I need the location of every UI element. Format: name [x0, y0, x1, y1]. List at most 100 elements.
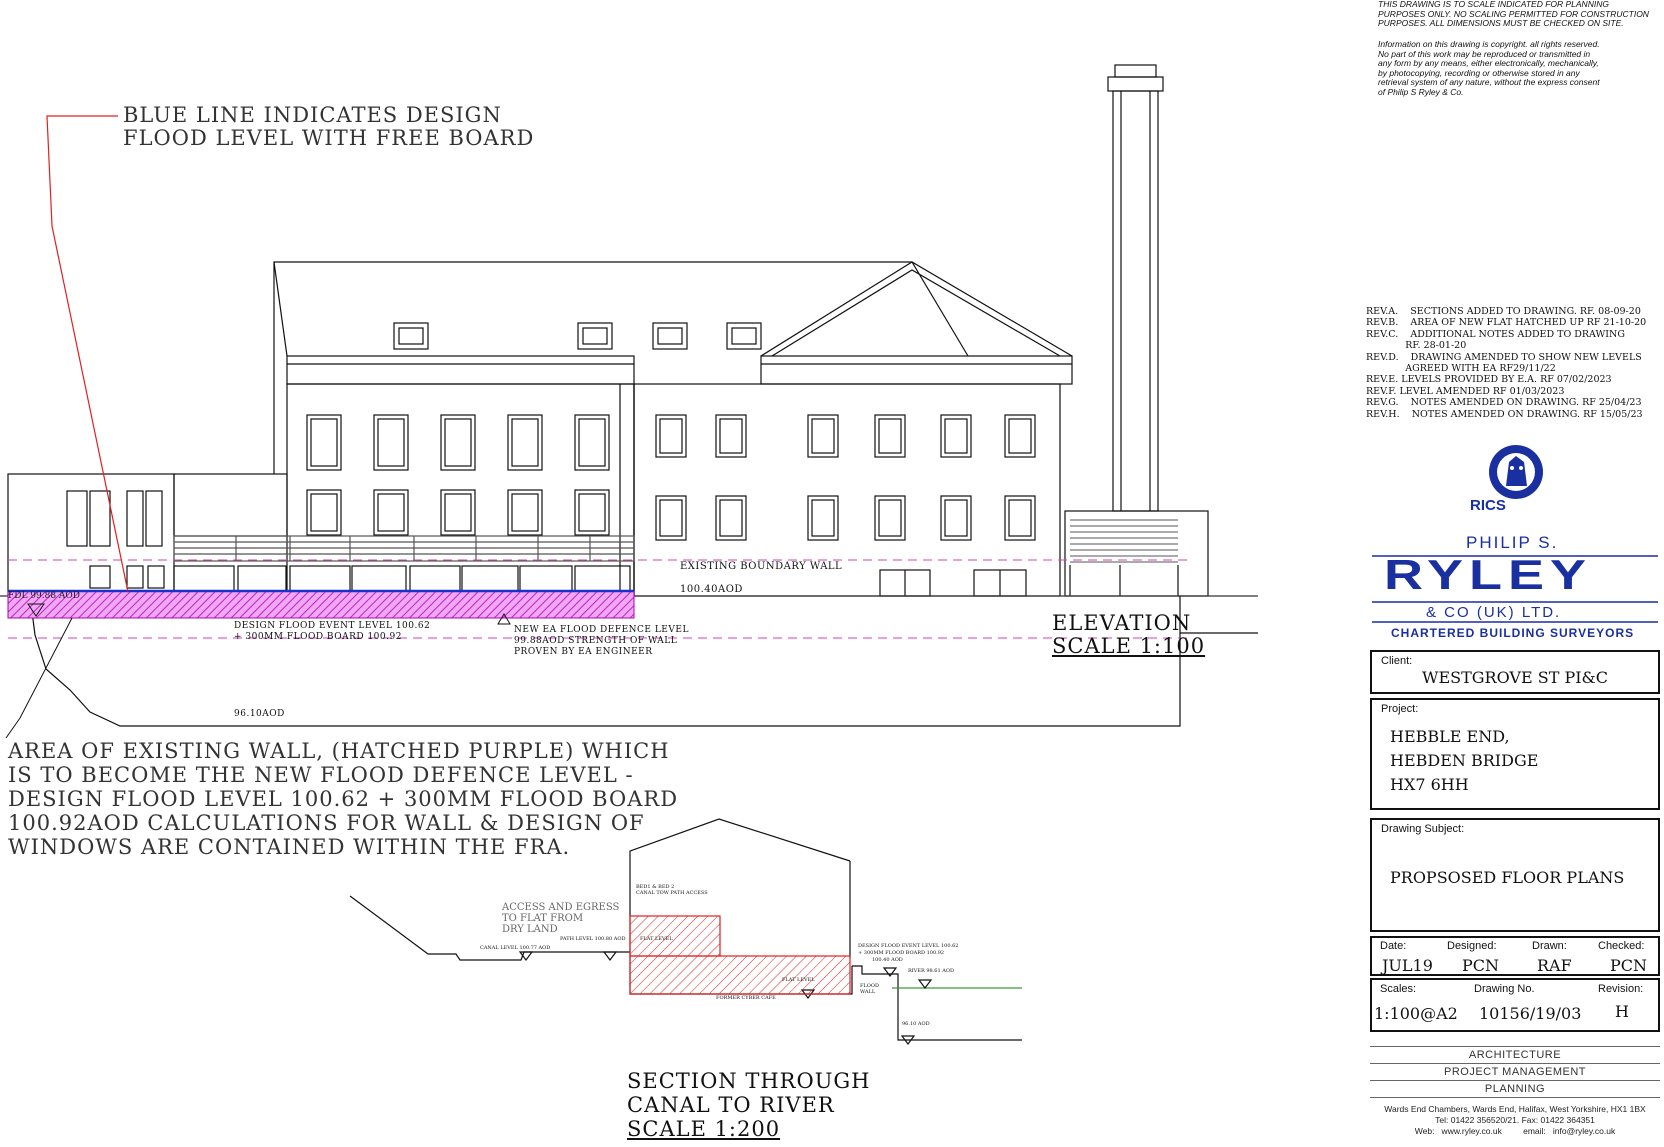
- section-9610-label: 96.10 AOD: [902, 1021, 930, 1027]
- flood-wall-label-2: WALL: [860, 989, 876, 995]
- scales-box: Scales: Drawing No. Revision: 1:100@A2 1…: [1370, 978, 1660, 1032]
- service-architecture: ARCHITECTURE: [1468, 1049, 1562, 1061]
- subject-value: PROPSOSED FLOOR PLANS: [1390, 868, 1625, 887]
- revision-entry: REV.F. LEVEL AMENDED RF 01/03/2023: [1366, 385, 1565, 397]
- elevation-scale: SCALE 1:100: [1052, 634, 1206, 658]
- services-rule-1: [1370, 1046, 1660, 1047]
- blue-line-note-2: FLOOD LEVEL WITH FREE BOARD: [123, 126, 535, 150]
- flood-wall-label-1: FLOOD: [860, 983, 879, 989]
- section-cafe-hatch: [629, 955, 851, 995]
- subject-box: Drawing Subject: PROPSOSED FLOOR PLANS: [1370, 818, 1660, 932]
- level-10040-label: 100.40AOD: [680, 584, 743, 595]
- revision-entry: AGREED WITH EA RF29/11/22: [1366, 363, 1556, 374]
- windows-row-1: [306, 414, 1036, 471]
- purple-note-5: WINDOWS ARE CONTAINED WITHIN THE FRA.: [8, 835, 571, 859]
- revision-entry: REV.B. AREA OF NEW FLAT HATCHED UP RF 21…: [1366, 317, 1647, 329]
- checked-label: Checked:: [1598, 940, 1645, 952]
- logo-philip: PHILIP S.: [1466, 533, 1559, 552]
- former-cafe-label: FORMER CYBER CAFE: [716, 995, 776, 1001]
- revision-value: H: [1615, 1002, 1629, 1021]
- client-label: Client:: [1381, 655, 1413, 667]
- logo-ryley: RYLEY: [1384, 551, 1593, 599]
- existing-wall-label: EXISTING BOUNDARY WALL: [680, 561, 843, 572]
- revision-entry: REV.D. DRAWING AMENDED TO SHOW NEW LEVEL…: [1366, 351, 1642, 363]
- windows-row-2: [306, 489, 1036, 541]
- left-annex: [7, 473, 288, 597]
- ea-defence-label-1: NEW EA FLOOD DEFENCE LEVEL: [514, 625, 689, 635]
- services-rule-2: [1370, 1063, 1660, 1064]
- project-box: Project: HEBBLE END, HEBDEN BRIDGE HX7 6…: [1370, 698, 1660, 810]
- company-address: Wards End Chambers, Wards End, Halifax, …: [1384, 1104, 1646, 1136]
- disclaimer-copyright: Information on this drawing is copyright…: [1378, 39, 1600, 97]
- fdl-label: FDL 99.88 AOD: [8, 591, 81, 601]
- project-line-3: HX7 6HH: [1390, 775, 1469, 794]
- services-rule-4: [1370, 1097, 1660, 1098]
- purple-note-leader: [5, 617, 73, 739]
- mill-gable-block: [633, 261, 1073, 597]
- ea-defence-label-2: 99.88AOD STRENGTH OF WALL: [514, 636, 678, 646]
- revision-entry: RF. 28-01-20: [1366, 340, 1467, 352]
- canal-level-label: CANAL LEVEL 100.77 AOD: [480, 945, 551, 951]
- service-project-management: PROJECT MANAGEMENT: [1443, 1066, 1587, 1078]
- section-scale: SCALE 1:200: [627, 1117, 781, 1141]
- project-line-1: HEBBLE END,: [1390, 727, 1510, 746]
- date-label: Date:: [1380, 940, 1407, 952]
- revision-entry: REV.H. NOTES AMENDED ON DRAWING. RF 15/0…: [1366, 408, 1643, 420]
- section-title-2: CANAL TO RIVER: [627, 1093, 835, 1117]
- railing: [173, 535, 635, 562]
- ea-defence-label-3: PROVEN BY EA ENGINEER: [514, 647, 653, 657]
- design-flood-label-2: + 300MM FLOOD BOARD 100.92: [234, 632, 402, 642]
- service-planning: PLANNING: [1484, 1083, 1546, 1095]
- purple-note-1: AREA OF EXISTING WALL, (HATCHED PURPLE) …: [8, 739, 670, 763]
- designed-label: Designed:: [1447, 940, 1497, 952]
- elevation-title: ELEVATION: [1052, 611, 1192, 635]
- revision-entry: REV.C. ADDITIONAL NOTES ADDED TO DRAWING: [1366, 328, 1625, 340]
- designed-value: PCN: [1462, 956, 1500, 975]
- date-value: JUL19: [1382, 956, 1433, 975]
- purple-note-3: DESIGN FLOOD LEVEL 100.62 + 300MM FLOOD …: [8, 787, 679, 811]
- drawing-no-value: 10156/19/03: [1479, 1004, 1582, 1023]
- section-flood-label-2: + 300MM FLOOD BOARD 100.92: [858, 950, 945, 956]
- drawing-no-label: Drawing No.: [1474, 983, 1535, 995]
- path-level-label: PATH LEVEL 100.80 AOD: [560, 936, 626, 942]
- section-flood-label-1: DESIGN FLOOD EVENT LEVEL 100.62: [858, 943, 959, 949]
- client-box: Client: WESTGROVE ST PI&C: [1370, 650, 1660, 694]
- chimney: [1107, 64, 1164, 512]
- flat-level-label: FLAT LEVEL: [640, 936, 673, 942]
- access-note-3: DRY LAND: [502, 924, 558, 935]
- client-value: WESTGROVE ST PI&C: [1422, 668, 1609, 687]
- rics-text: RICS: [1470, 497, 1506, 514]
- checked-value: PCN: [1610, 956, 1648, 975]
- subject-label: Drawing Subject:: [1381, 823, 1465, 835]
- revision-entry: REV.G. NOTES AMENDED ON DRAWING. RF 25/0…: [1366, 397, 1642, 409]
- cafe-level-label: FLAT LEVEL: [782, 977, 815, 983]
- beds-label-1: BED1 & BED 2: [636, 884, 675, 890]
- logo-company: & CO (UK) LTD.: [1426, 604, 1562, 621]
- blue-note-leader: [46, 115, 129, 593]
- beds-label-2: CANAL TOW PATH ACCESS: [636, 890, 708, 896]
- revision-entry: REV.E. LEVELS PROVIDED BY E.A. RF 07/02/…: [1366, 374, 1612, 386]
- design-flood-label-1: DESIGN FLOOD EVENT LEVEL 100.62: [234, 621, 431, 631]
- date-box: Date: Designed: Drawn: Checked: JUL19 PC…: [1370, 936, 1660, 976]
- section-flat-hatch: [629, 915, 721, 957]
- river-level-label: RIVER 98.61 AOD: [908, 968, 954, 974]
- scales-label: Scales:: [1380, 983, 1417, 995]
- drawn-label: Drawn:: [1532, 940, 1567, 952]
- blue-line-note-1: BLUE LINE INDICATES DESIGN: [123, 103, 502, 127]
- project-line-2: HEBDEN BRIDGE: [1390, 751, 1539, 770]
- project-label: Project:: [1381, 703, 1419, 715]
- scales-value: 1:100@A2: [1374, 1004, 1458, 1023]
- services-rule-3: [1370, 1080, 1660, 1081]
- access-note-2: TO FLAT FROM: [502, 913, 584, 924]
- purple-note-2: IS TO BECOME THE NEW FLOOD DEFENCE LEVEL…: [8, 763, 634, 787]
- level-9610-label: 96.10AOD: [234, 709, 285, 719]
- purple-note-4: 100.92AOD CALCULATIONS FOR WALL & DESIGN…: [8, 811, 645, 835]
- section-flood-label-3: 100.40 AOD: [872, 957, 903, 963]
- revision-label: Revision:: [1598, 983, 1644, 995]
- purple-hatch-wall: [7, 590, 635, 619]
- disclaimer-planning: THIS DRAWING IS TO SCALE INDICATED FOR P…: [1378, 0, 1649, 29]
- section-title-1: SECTION THROUGH: [627, 1069, 871, 1093]
- revision-entry: REV.A. SECTIONS ADDED TO DRAWING. RF. 08…: [1366, 306, 1641, 317]
- drawn-value: RAF: [1537, 956, 1572, 975]
